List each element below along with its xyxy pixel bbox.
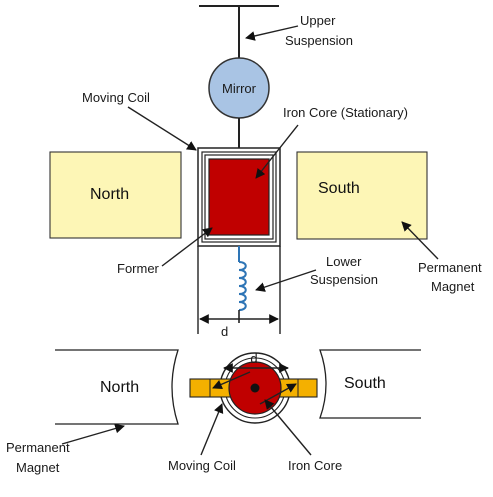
iron-core-stationary xyxy=(208,158,270,236)
permanent-magnet-left-label-2: Magnet xyxy=(16,460,60,475)
iron-core-arrow-top xyxy=(255,124,299,179)
moving-coil-label-top: Moving Coil xyxy=(82,90,150,105)
south-label-bottom: South xyxy=(344,375,386,392)
upper-suspension-label-2: Suspension xyxy=(285,33,353,48)
moving-coil-label-bottom: Moving Coil xyxy=(168,458,236,473)
upper-suspension-arrow xyxy=(245,25,299,41)
former-label: Former xyxy=(117,261,160,276)
permanent-magnet-left-arrow xyxy=(61,423,125,445)
mirror-label: Mirror xyxy=(222,81,257,96)
d-label-bottom: d xyxy=(250,351,257,366)
lower-suspension-label-1: Lower xyxy=(326,254,362,269)
upper-suspension-label-1: Upper xyxy=(300,13,336,28)
south-magnet-top xyxy=(296,151,428,240)
former-arrow xyxy=(161,227,213,267)
permanent-magnet-left-label-1: Permanent xyxy=(6,440,70,455)
north-magnet-bottom xyxy=(55,349,179,425)
lower-suspension-label-2: Suspension xyxy=(310,272,378,287)
lower-suspension-spring xyxy=(238,261,247,311)
iron-core-label-bottom: Iron Core xyxy=(288,458,342,473)
pivot-dot xyxy=(250,383,260,393)
torque-arrow-left xyxy=(212,371,251,389)
south-label-top: South xyxy=(318,180,360,197)
permanent-magnet-right-label-1: Permanent xyxy=(418,260,482,275)
iron-core-stationary-label: Iron Core (Stationary) xyxy=(283,105,408,120)
iron-core-arrow-bottom xyxy=(264,399,312,456)
d-label-top: d xyxy=(221,324,228,339)
lower-suspension-arrow xyxy=(255,269,317,292)
south-magnet-bottom xyxy=(319,349,421,419)
moving-coil-arrow-bottom xyxy=(200,403,224,456)
permanent-magnet-right-label-2: Magnet xyxy=(431,279,475,294)
moving-coil-arrow-top xyxy=(127,106,197,151)
permanent-magnet-right-arrow xyxy=(401,221,439,260)
north-label-top: North xyxy=(90,186,129,203)
north-label-bottom: North xyxy=(100,379,139,396)
north-magnet-top xyxy=(49,151,182,239)
